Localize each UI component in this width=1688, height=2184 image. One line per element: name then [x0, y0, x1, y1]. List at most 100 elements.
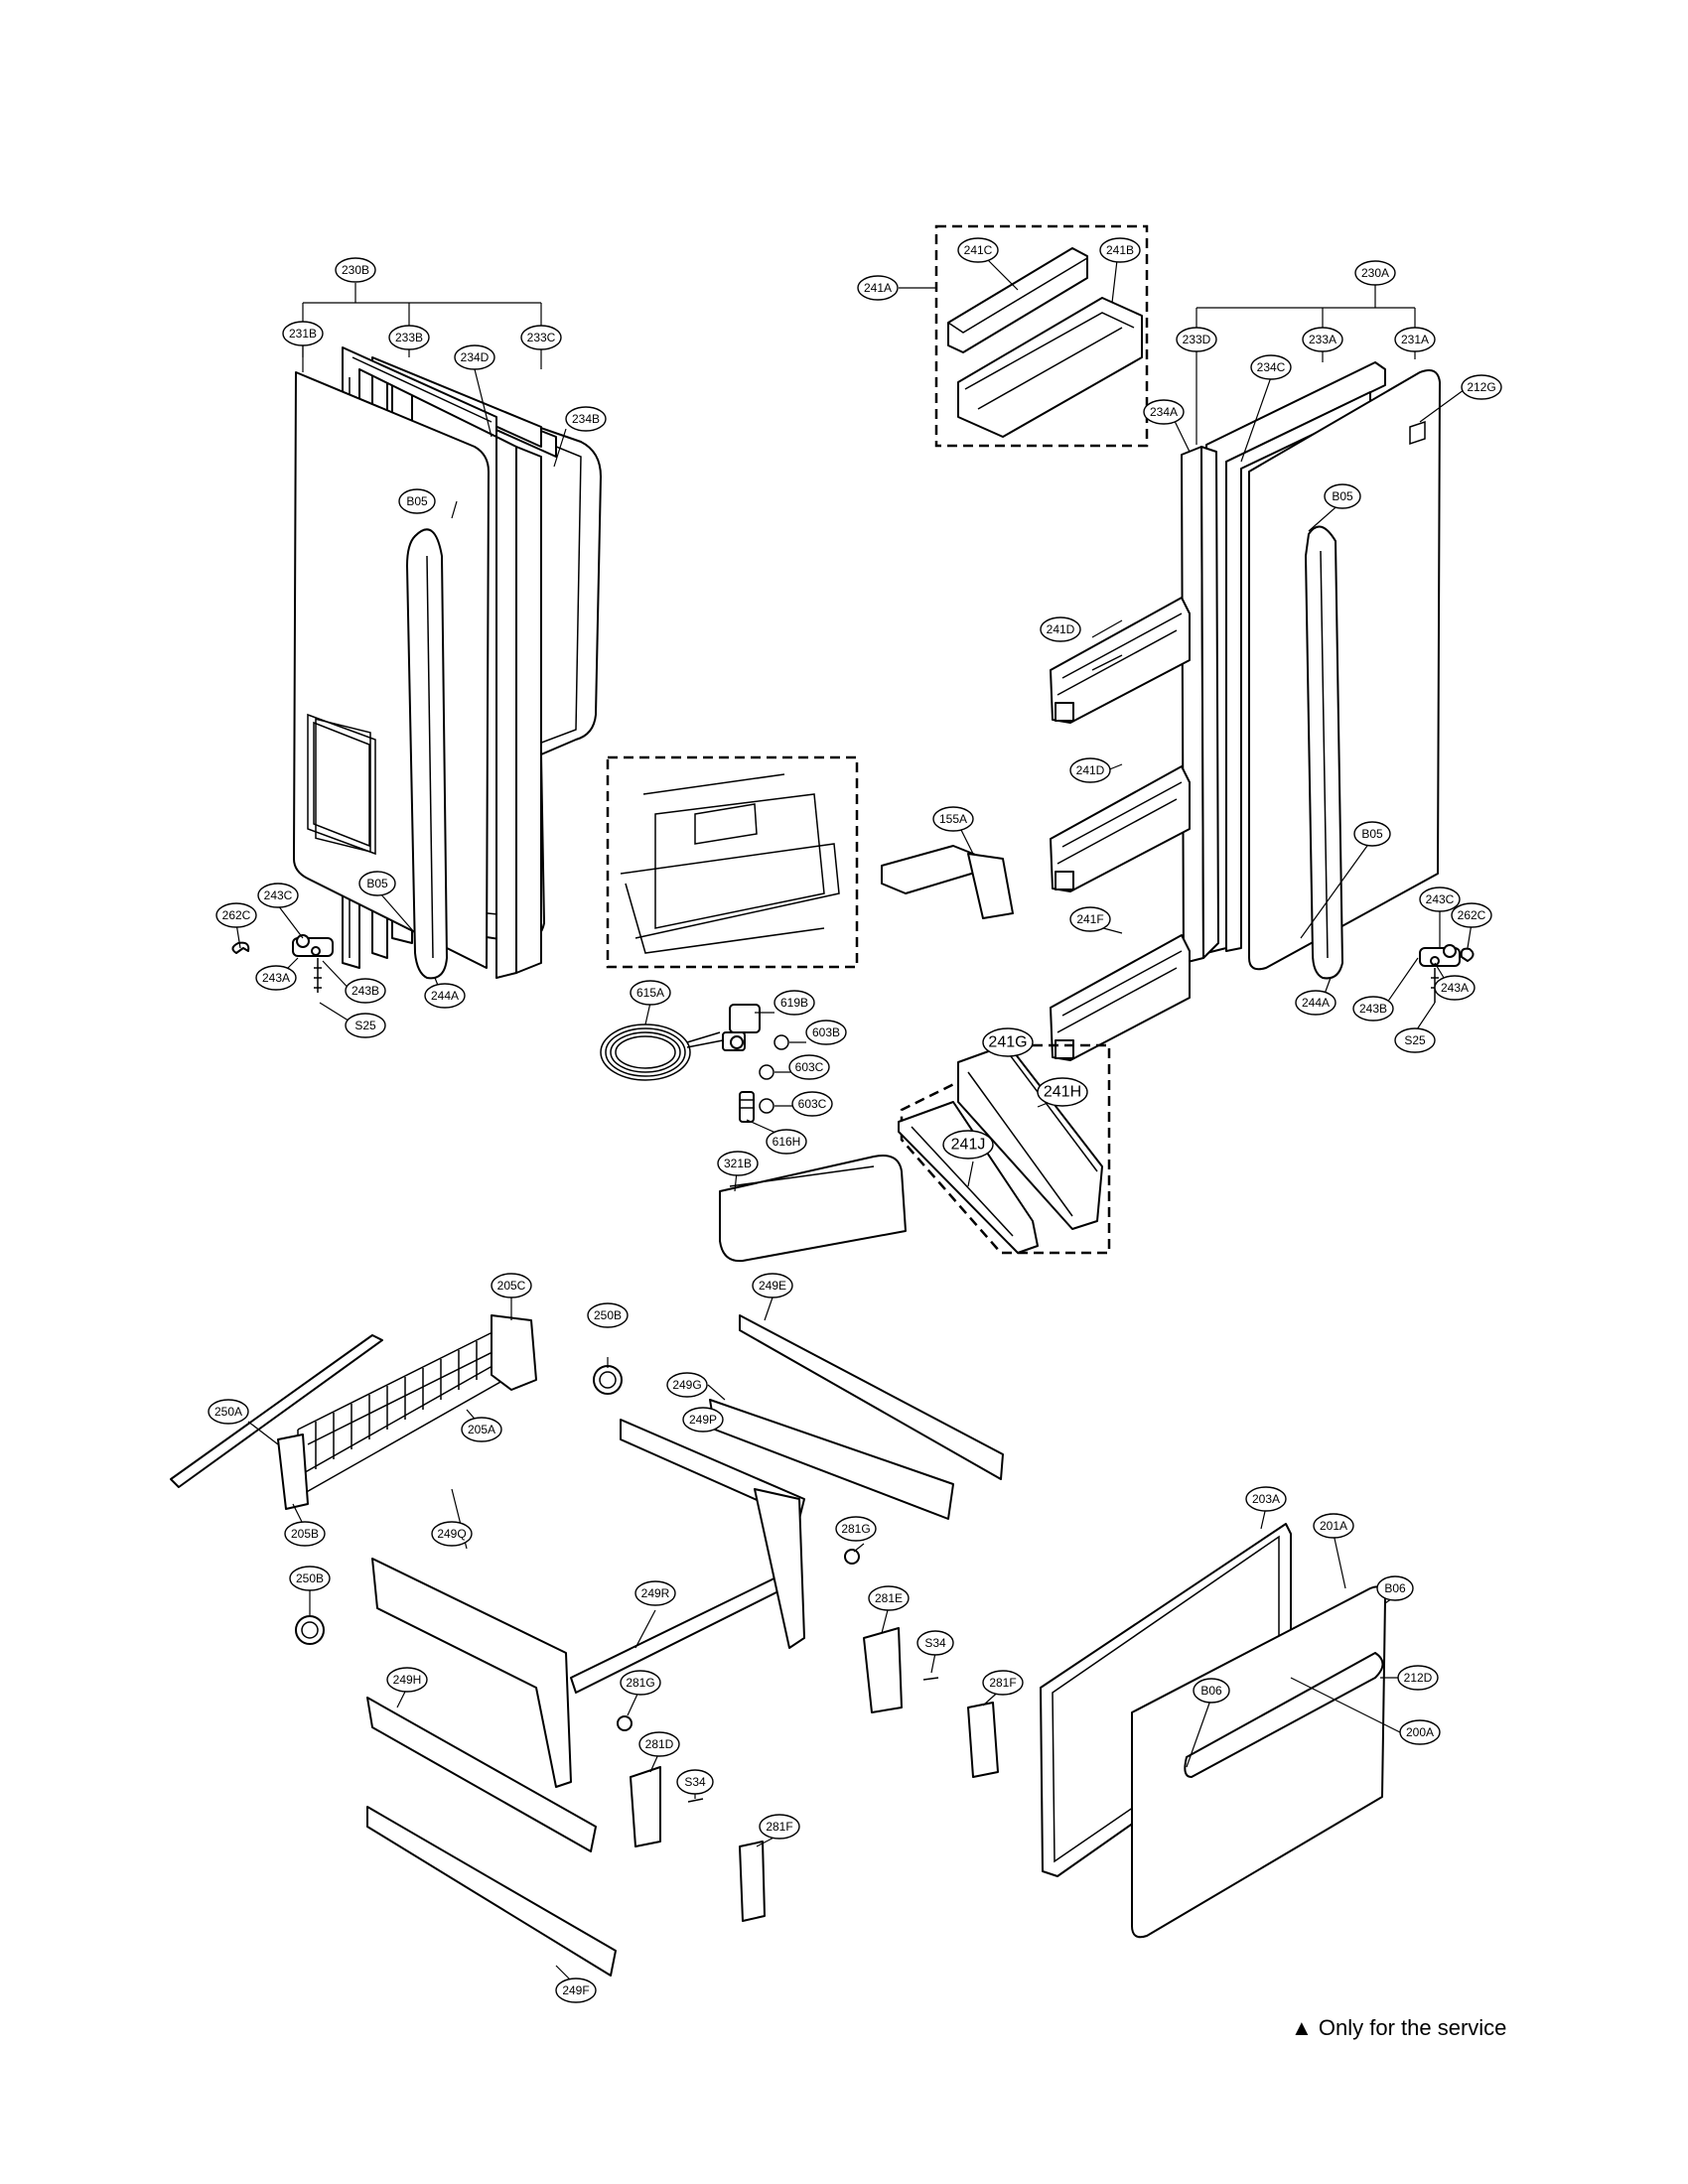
freezer-door-assembly — [1040, 1523, 1386, 1939]
left-door-handle-244A — [406, 528, 448, 980]
callout-281D: 281D — [638, 1731, 680, 1757]
bin-241J — [898, 1101, 1039, 1254]
roller-281G-1 — [844, 1549, 860, 1565]
callout-615A: 615A — [630, 980, 671, 1006]
callout-250B-1-text: 250B — [594, 1308, 622, 1322]
callout-B06-1-text: B06 — [1384, 1581, 1406, 1595]
rail-249H — [366, 1697, 597, 1852]
callout-241J-text: 241J — [951, 1137, 986, 1154]
water-valve-group — [600, 1004, 907, 1263]
callout-249E: 249E — [752, 1273, 793, 1298]
callout-281E: 281E — [868, 1585, 910, 1611]
callout-205B: 205B — [284, 1521, 326, 1547]
bracket-205B — [277, 1433, 309, 1510]
callout-250B-2: 250B — [289, 1566, 331, 1591]
callout-241D-middle: 241D — [1069, 757, 1111, 783]
callout-249G-text: 249G — [672, 1378, 701, 1392]
callout-281F-2-text: 281F — [766, 1820, 792, 1834]
gear-250B-1 — [593, 1365, 623, 1395]
callout-233A-text: 233A — [1309, 333, 1336, 346]
callout-231A-text: 231A — [1401, 333, 1429, 346]
callout-233C: 233C — [520, 325, 562, 350]
callout-619B-text: 619B — [780, 996, 808, 1010]
callout-233D-text: 233D — [1183, 333, 1211, 346]
callout-B05-right-top: B05 — [1324, 483, 1361, 509]
callout-244A-left: 244A — [424, 983, 466, 1009]
right-door-assembly — [1050, 361, 1475, 1061]
callout-230A: 230A — [1354, 260, 1396, 286]
callout-241B: 241B — [1099, 237, 1141, 263]
callout-B06-2-text: B06 — [1200, 1684, 1222, 1698]
water-valve-619B — [722, 1004, 761, 1051]
callout-241D-top: 241D — [1040, 616, 1081, 642]
callout-243A-right-text: 243A — [1441, 981, 1469, 995]
rail-250A — [170, 1334, 383, 1488]
callout-243A-right: 243A — [1434, 975, 1476, 1001]
left-hinge-assembly — [231, 934, 334, 993]
gear-250B-2 — [295, 1615, 325, 1645]
callout-249F-text: 249F — [562, 1983, 589, 1997]
callout-234B: 234B — [565, 406, 607, 432]
callout-233B-text: 233B — [395, 331, 423, 344]
callout-249R: 249R — [634, 1580, 676, 1606]
callout-241D-top-text: 241D — [1047, 622, 1075, 636]
callout-603C-1: 603C — [788, 1054, 830, 1080]
callout-241A-text: 241A — [864, 281, 892, 295]
callout-205A-text: 205A — [468, 1423, 495, 1436]
callout-249H-text: 249H — [393, 1673, 422, 1687]
crossbar-249R — [570, 1572, 795, 1694]
callout-200A-text: 200A — [1406, 1725, 1434, 1739]
left-door-assembly — [231, 346, 602, 993]
callout-S25-left: S25 — [345, 1013, 386, 1038]
callout-249R-text: 249R — [641, 1586, 670, 1600]
bin-group-241A — [934, 224, 1149, 448]
callout-203A: 203A — [1245, 1486, 1287, 1512]
cover-281F-2 — [739, 1841, 766, 1922]
callout-243B-right: 243B — [1352, 996, 1394, 1022]
callout-205C-text: 205C — [497, 1279, 526, 1293]
callout-249E-text: 249E — [759, 1279, 786, 1293]
callout-281G-1: 281G — [835, 1516, 877, 1542]
callout-201A: 201A — [1313, 1513, 1354, 1539]
clamp-603C-2 — [759, 1098, 774, 1114]
callout-281E-text: 281E — [875, 1591, 903, 1605]
callout-249P-text: 249P — [689, 1413, 717, 1427]
cover-281D — [630, 1766, 661, 1847]
callout-201A-text: 201A — [1320, 1519, 1347, 1533]
screw-S34-2 — [687, 1798, 704, 1803]
callout-244A-right: 244A — [1295, 990, 1336, 1016]
water-tube-coil-615A — [600, 1024, 724, 1081]
callout-233C-text: 233C — [527, 331, 556, 344]
callout-212D: 212D — [1397, 1665, 1439, 1691]
callout-S34-1: S34 — [916, 1630, 954, 1656]
callout-249F: 249F — [555, 1978, 597, 2003]
callout-243C-right: 243C — [1419, 887, 1461, 912]
door-shelf-241D-top — [1050, 597, 1191, 724]
callout-281G-2: 281G — [620, 1670, 661, 1696]
callout-233A: 233A — [1302, 327, 1343, 352]
callout-262C-right: 262C — [1451, 902, 1492, 928]
callout-B05-left-top: B05 — [398, 488, 436, 514]
callout-262C-right-text: 262C — [1458, 908, 1486, 922]
callout-B06-2: B06 — [1193, 1678, 1230, 1704]
callout-619B: 619B — [774, 990, 815, 1016]
callout-B05-right-bottom: B05 — [1353, 821, 1391, 847]
door-gasket-234C — [1225, 391, 1371, 952]
callout-615A-text: 615A — [636, 986, 664, 1000]
callout-243C-right-text: 243C — [1426, 892, 1455, 906]
cover-281E — [863, 1627, 903, 1713]
door-frame-234D — [495, 436, 517, 979]
callout-241B-text: 241B — [1106, 243, 1134, 257]
callout-243B-right-text: 243B — [1359, 1002, 1387, 1016]
callout-S34-1-text: S34 — [924, 1636, 946, 1650]
callout-262C-left: 262C — [215, 902, 257, 928]
callout-243B-left-text: 243B — [352, 984, 379, 998]
callout-243A-left-text: 243A — [262, 971, 290, 985]
callout-241G-text: 241G — [988, 1034, 1027, 1051]
callout-212D-text: 212D — [1404, 1671, 1433, 1685]
callout-B05-left-bottom-text: B05 — [366, 877, 388, 890]
service-note: ▲ Only for the service — [1291, 2015, 1507, 2040]
cover-281F-1 — [967, 1702, 999, 1778]
